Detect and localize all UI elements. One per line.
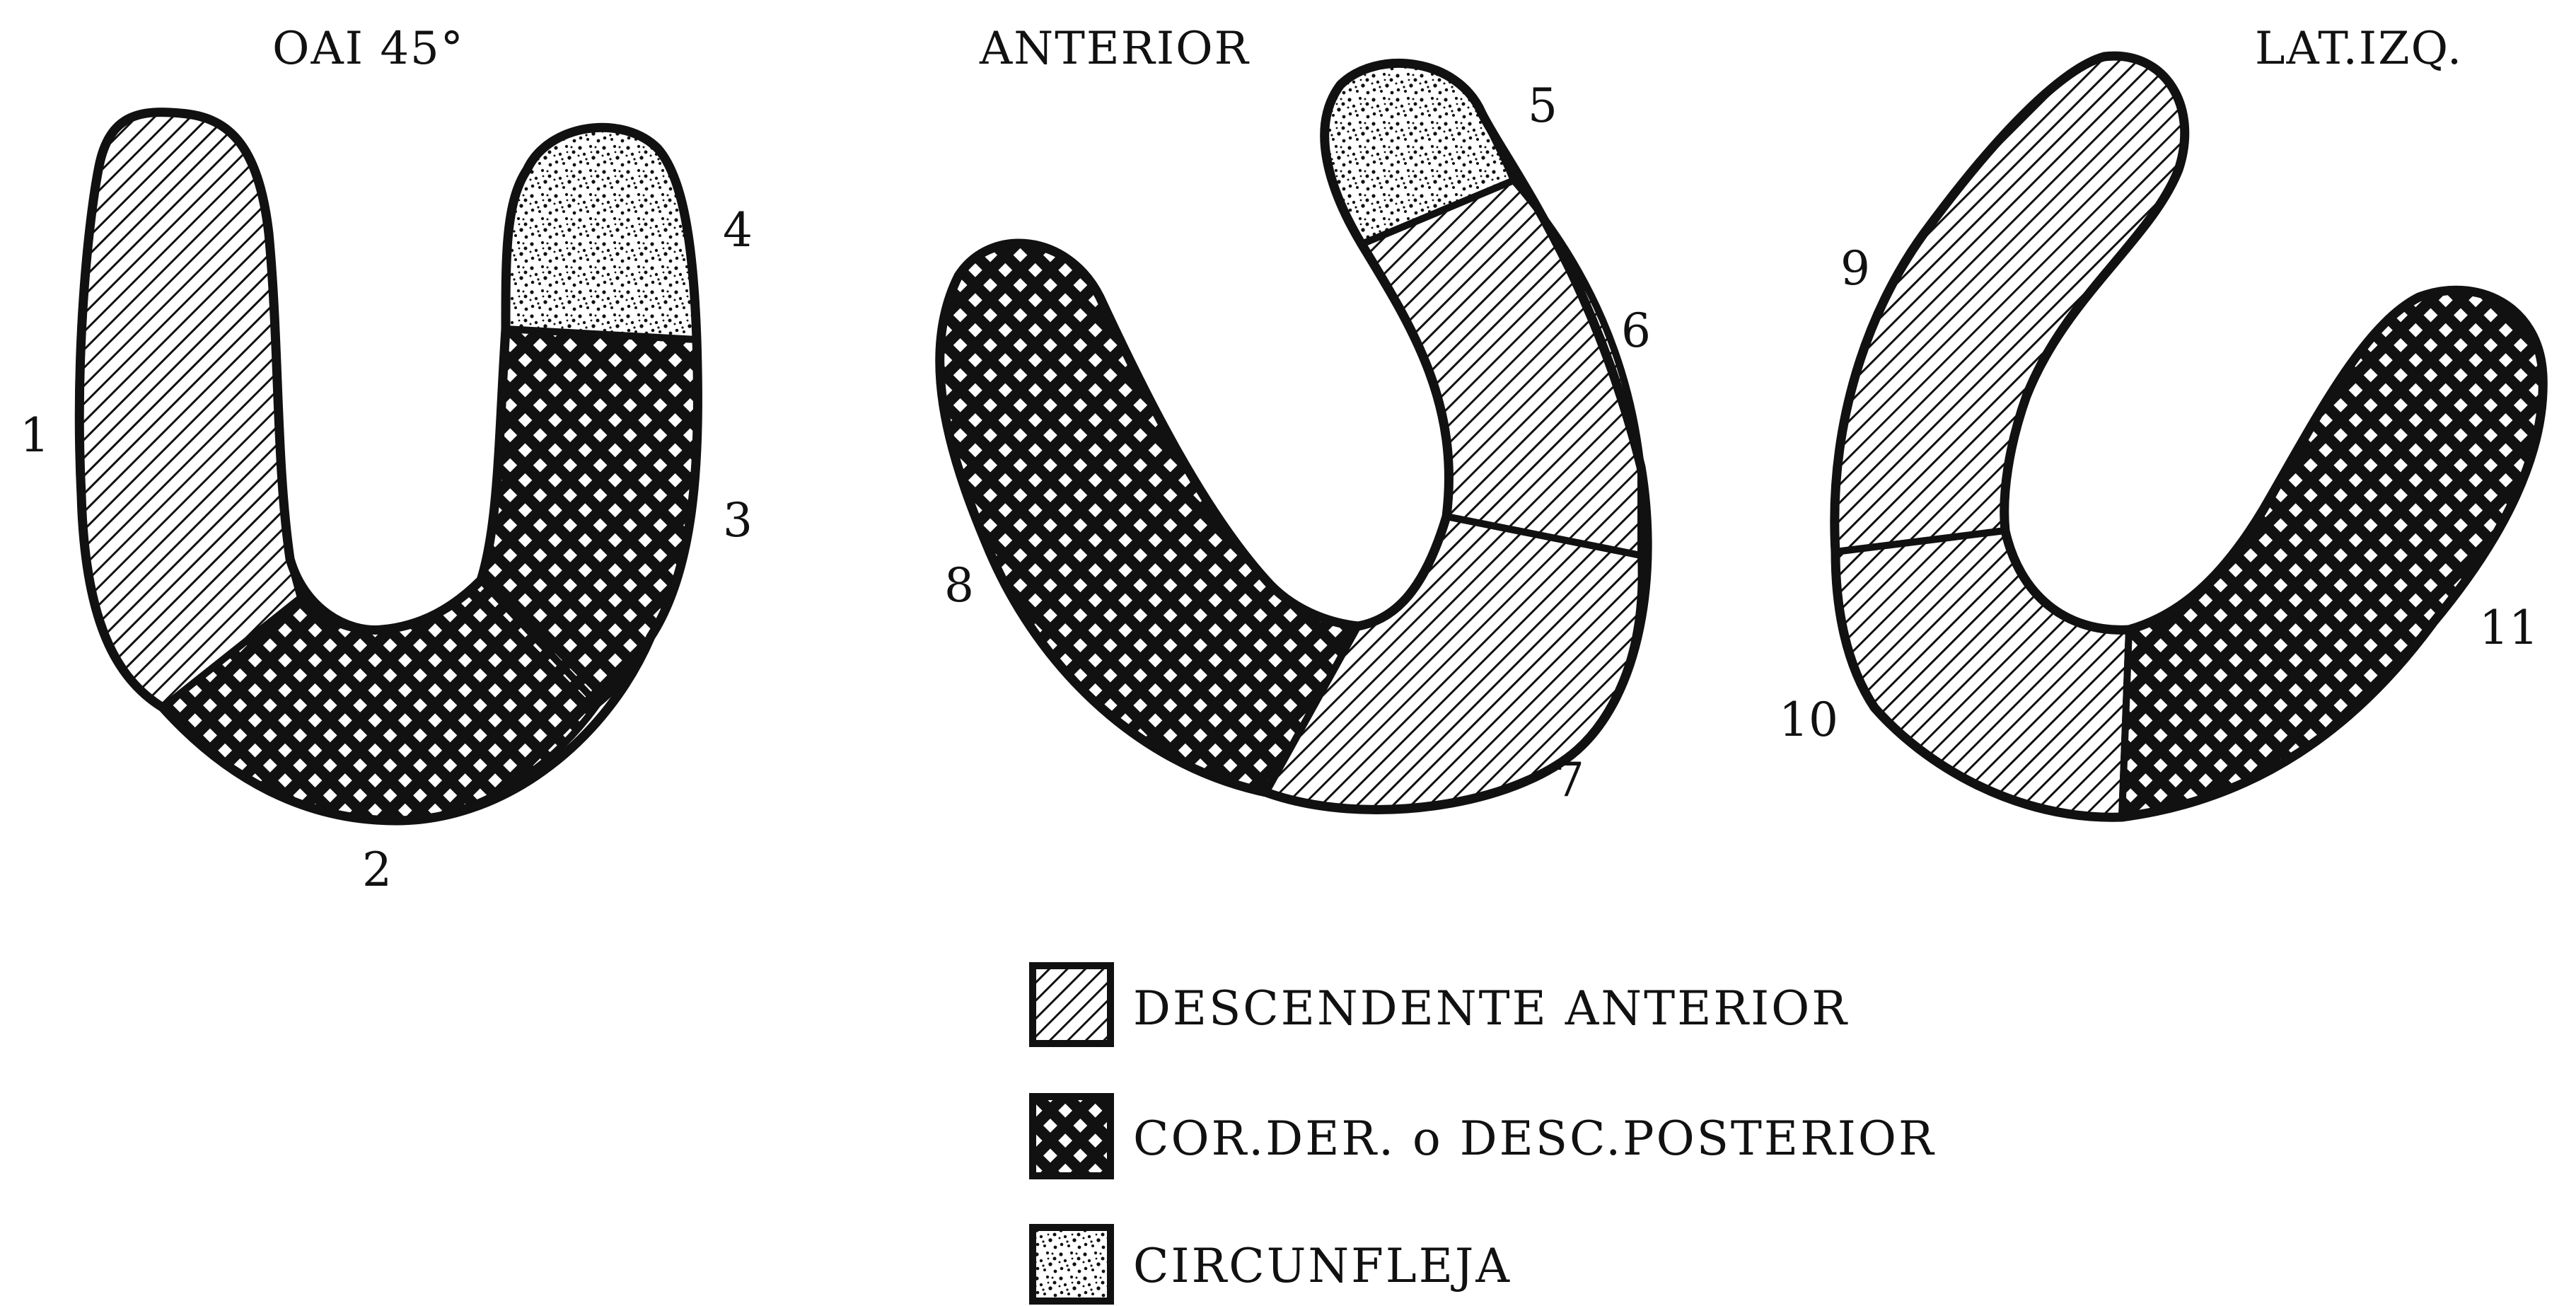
legend-label-descendente-anterior: DESCENDENTE ANTERIOR bbox=[1133, 981, 1849, 1036]
segment-label-3: 3 bbox=[723, 493, 753, 548]
view-oai45: OAI 45° bbox=[79, 23, 697, 821]
segment-label-7: 7 bbox=[1555, 753, 1584, 807]
legend-item-circunfleja: CIRCUNFLEJA bbox=[1033, 1227, 1512, 1301]
legend-swatch-stipple bbox=[1033, 1227, 1110, 1301]
view-lateral: LAT.IZQ. bbox=[1835, 23, 2543, 817]
segment-10-region bbox=[1835, 531, 2129, 817]
legend-item-descendente-anterior: DESCENDENTE ANTERIOR bbox=[1033, 966, 1849, 1044]
segment-label-8: 8 bbox=[944, 558, 974, 613]
segment-label-5: 5 bbox=[1528, 79, 1557, 133]
segment-label-1: 1 bbox=[20, 408, 50, 463]
legend-label-circunfleja: CIRCUNFLEJA bbox=[1133, 1239, 1512, 1293]
view-title-anterior: ANTERIOR bbox=[979, 23, 1250, 75]
legend-swatch-diagonal-hatch bbox=[1033, 966, 1110, 1044]
segment-8-region bbox=[940, 243, 1358, 792]
legend-swatch-crosshatch bbox=[1033, 1097, 1110, 1176]
legend: DESCENDENTE ANTERIOR COR.DER. o DESC.POS… bbox=[1033, 966, 1936, 1301]
segment-6-region bbox=[1362, 180, 1641, 555]
view-title-oai: OAI 45° bbox=[272, 23, 465, 75]
segment-label-9: 9 bbox=[1840, 241, 1870, 296]
view-anterior: ANTERIOR bbox=[940, 23, 1647, 809]
view-title-lateral: LAT.IZQ. bbox=[2255, 23, 2463, 75]
legend-label-cor-der: COR.DER. o DESC.POSTERIOR bbox=[1133, 1111, 1936, 1166]
legend-item-cor-der: COR.DER. o DESC.POSTERIOR bbox=[1033, 1097, 1936, 1176]
segment-label-11: 11 bbox=[2479, 601, 2539, 655]
segment-label-2: 2 bbox=[362, 843, 392, 897]
segment-label-4: 4 bbox=[723, 203, 753, 258]
segment-label-6: 6 bbox=[1621, 304, 1651, 358]
segment-label-10: 10 bbox=[1779, 693, 1838, 747]
